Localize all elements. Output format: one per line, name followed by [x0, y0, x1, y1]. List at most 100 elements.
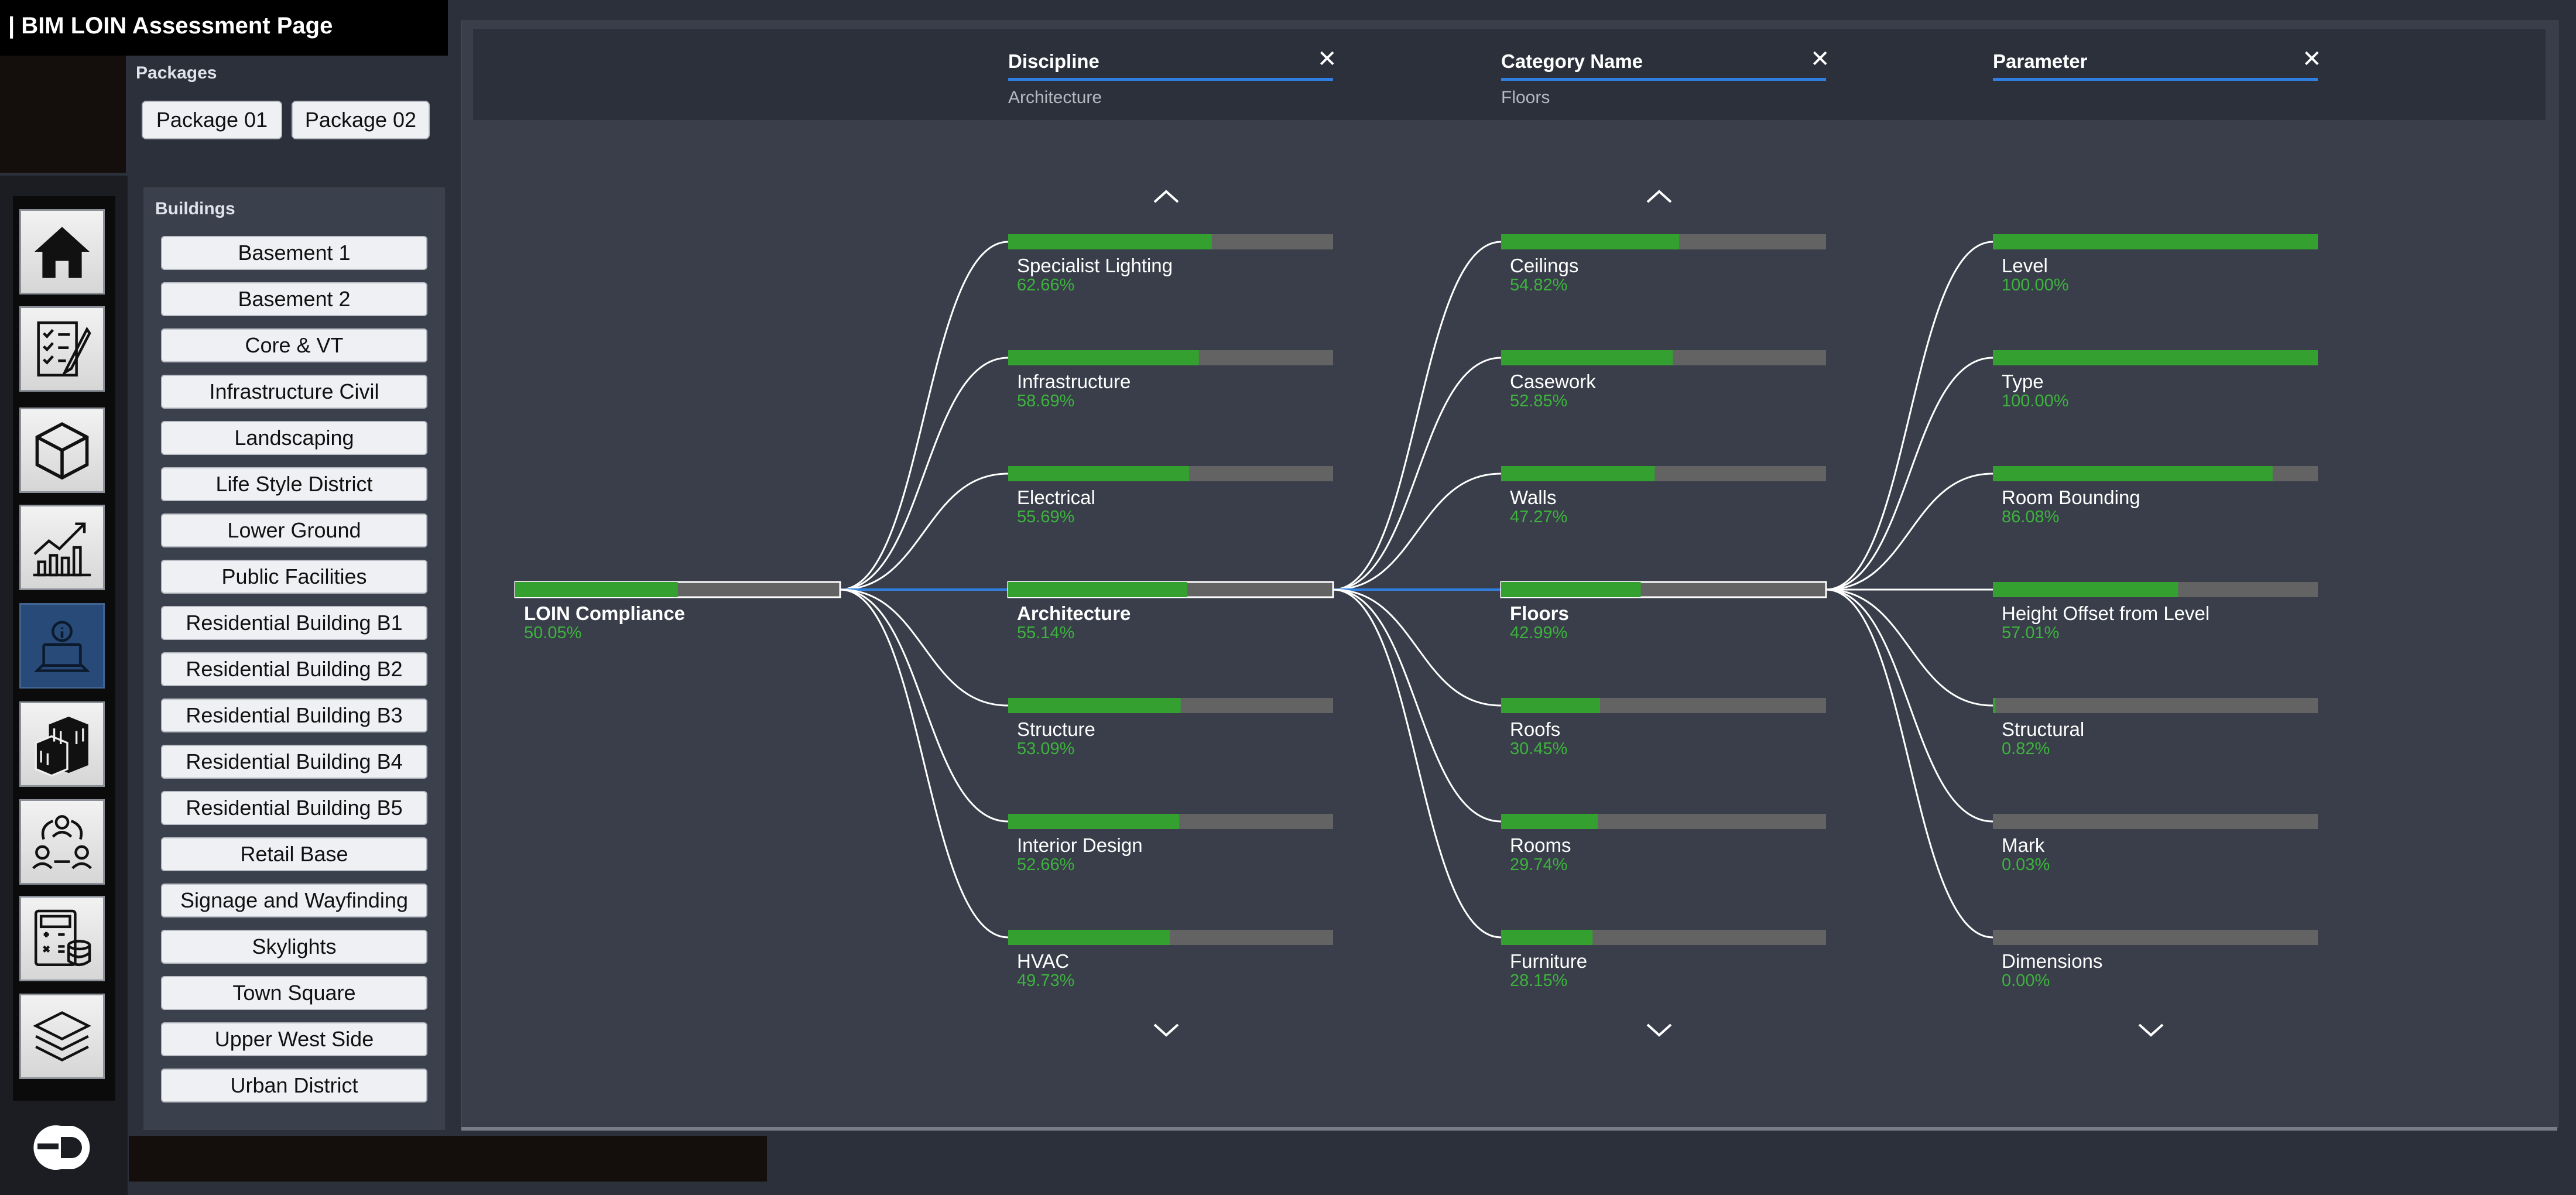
analytics-nav-button[interactable] [19, 505, 105, 590]
building-button[interactable]: Life Style District [161, 467, 427, 501]
node-percent: 0.03% [2002, 855, 2050, 874]
bar-fill [1501, 698, 1600, 713]
building-button[interactable]: Skylights [161, 930, 427, 964]
node-1-2-bar[interactable] [1501, 466, 1826, 481]
node-label: Infrastructure [1017, 371, 1131, 392]
node-percent: 29.74% [1510, 855, 1568, 874]
filter-value-category: Floors [1501, 88, 1550, 107]
node-1-4-bar[interactable] [1501, 698, 1826, 713]
node-label: Architecture [1017, 602, 1131, 624]
filter-header [473, 29, 2546, 120]
node-label: Casework [1510, 371, 1596, 392]
team-nav-button[interactable] [19, 799, 105, 885]
building-button[interactable]: Public Facilities [161, 560, 427, 594]
model-nav-button[interactable] [19, 408, 105, 493]
node-0-4-bar[interactable] [1008, 698, 1333, 713]
node-0-5-bar[interactable] [1008, 814, 1333, 829]
building-button[interactable]: Residential Building B2 [161, 652, 427, 686]
node-label: Structure [1017, 718, 1095, 740]
building-button[interactable]: Basement 1 [161, 236, 427, 270]
bar-fill [1501, 234, 1680, 249]
node-2-5-bar[interactable] [1993, 814, 2318, 829]
loin-compliance-bar[interactable] [514, 581, 841, 598]
tree-link [1332, 357, 1502, 591]
layers-nav-button[interactable] [19, 994, 105, 1079]
node-1-1-bar[interactable] [1501, 350, 1826, 365]
title-bar: | BIM LOIN Assessment Page [0, 0, 448, 56]
chevron-down-icon [1646, 1023, 1672, 1037]
filter-title-parameter: Parameter [1993, 50, 2088, 72]
home-icon [34, 227, 90, 278]
building-button[interactable]: Infrastructure Civil [161, 375, 427, 409]
tree-link [1825, 588, 1993, 939]
node-label: Interior Design [1017, 834, 1143, 856]
bar-fill [1993, 698, 1996, 713]
building-button[interactable]: Signage and Wayfinding [161, 884, 427, 917]
node-2-0-bar[interactable] [1993, 234, 2318, 249]
node-label: Walls [1510, 487, 1557, 508]
close-icon[interactable]: ✕ [1810, 46, 1830, 72]
node-label: Type [2002, 371, 2044, 392]
building-button[interactable]: Urban District [161, 1069, 427, 1102]
info-nav-button[interactable] [19, 603, 105, 689]
node-2-2-bar[interactable] [1993, 466, 2318, 481]
bar-fill [1008, 234, 1212, 249]
node-1-3-bar[interactable] [1500, 581, 1827, 598]
bar-fill [1501, 930, 1593, 945]
scroll-down-discipline[interactable] [1149, 1019, 1184, 1045]
building-button[interactable]: Basement 2 [161, 282, 427, 316]
scroll-up-discipline[interactable] [1149, 184, 1184, 211]
building-button[interactable]: Upper West Side [161, 1022, 427, 1056]
buildings-nav-button[interactable] [19, 701, 105, 787]
node-percent: 30.45% [1510, 739, 1568, 758]
node-0-3-bar[interactable] [1007, 581, 1334, 598]
node-1-6-bar[interactable] [1501, 930, 1826, 945]
building-button[interactable]: Retail Base [161, 837, 427, 871]
building-button[interactable]: Residential Building B3 [161, 698, 427, 732]
package-button[interactable]: Package 02 [292, 101, 430, 139]
tree-link [840, 472, 1009, 591]
team-icon [32, 815, 92, 869]
scroll-down-category[interactable] [1642, 1019, 1677, 1045]
bar-fill [1501, 582, 1641, 597]
home-nav-button[interactable] [19, 209, 105, 295]
bar-fill [1501, 814, 1598, 829]
package-button[interactable]: Package 01 [142, 101, 282, 139]
node-2-6-bar[interactable] [1993, 930, 2318, 945]
node-percent: 42.99% [1510, 624, 1568, 642]
close-icon[interactable]: ✕ [1317, 46, 1337, 72]
building-button[interactable]: Core & VT [161, 328, 427, 362]
building-button[interactable]: Lower Ground [161, 513, 427, 547]
bar-fill [1993, 582, 2178, 597]
node-1-5-bar[interactable] [1501, 814, 1826, 829]
calculator-nav-button[interactable] [19, 896, 105, 981]
filter-underline [1501, 78, 1826, 81]
node-label: Room Bounding [2002, 487, 2140, 508]
checklist-nav-button[interactable] [19, 306, 105, 392]
node-2-1-bar[interactable] [1993, 350, 2318, 365]
node-percent: 0.82% [2002, 739, 2050, 758]
node-label: Specialist Lighting [1017, 255, 1173, 276]
building-button[interactable]: Residential Building B1 [161, 606, 427, 640]
node-2-4-bar[interactable] [1993, 698, 2318, 713]
node-0-2-bar[interactable] [1008, 466, 1333, 481]
building-button[interactable]: Residential Building B4 [161, 745, 427, 779]
node-0-6-bar[interactable] [1008, 930, 1333, 945]
building-button[interactable]: Town Square [161, 976, 427, 1010]
node-1-0-bar[interactable] [1501, 234, 1826, 249]
calculator-database-icon [34, 909, 91, 967]
tree-link [1332, 588, 1502, 707]
cube-icon [35, 422, 89, 480]
bar-fill [1008, 582, 1188, 597]
close-icon[interactable]: ✕ [2302, 46, 2322, 72]
building-button[interactable]: Landscaping [161, 421, 427, 455]
scroll-down-parameter[interactable] [2133, 1019, 2169, 1045]
node-label: Electrical [1017, 487, 1095, 508]
building-button[interactable]: Residential Building B5 [161, 791, 427, 825]
tree-link [1825, 357, 1993, 591]
chevron-up-icon [1153, 190, 1179, 203]
node-0-0-bar[interactable] [1008, 234, 1333, 249]
node-0-1-bar[interactable] [1008, 350, 1333, 365]
scroll-up-category[interactable] [1642, 184, 1677, 211]
node-2-3-bar[interactable] [1993, 582, 2318, 597]
